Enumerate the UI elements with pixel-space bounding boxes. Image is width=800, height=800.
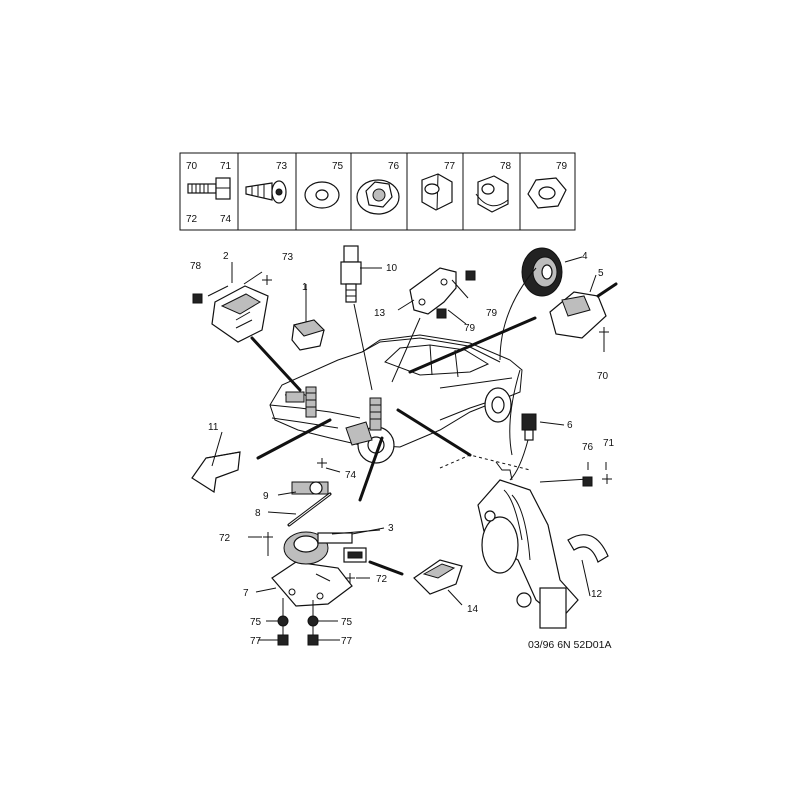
callout-5: 5: [598, 268, 604, 279]
callout-6: 6: [567, 420, 573, 431]
square-nut-symbol-icon: [465, 270, 476, 281]
callout-78: 78: [190, 261, 202, 272]
callout-73: 73: [282, 252, 294, 263]
callout-77-right: 77: [341, 636, 353, 647]
square-nut-symbol-icon: [307, 634, 319, 646]
part-2-module: [211, 285, 269, 343]
callout-79-lower: 79: [464, 323, 476, 334]
plus-symbol-icon: [599, 327, 609, 337]
plus-symbol-icon: [263, 532, 273, 542]
table-label-77: 77: [444, 161, 456, 172]
part-1-relay: [291, 319, 325, 351]
flange-nut-icon: [356, 179, 400, 215]
washer-icon: [304, 181, 340, 209]
part-11-shield: [191, 451, 241, 494]
front-spring-right: [369, 397, 382, 431]
hex-nut-icon: [421, 173, 453, 211]
table-label-76: 76: [388, 161, 400, 172]
part-12-clip: [567, 534, 609, 563]
part-14-cover: [413, 559, 463, 595]
callout-7: 7: [243, 588, 249, 599]
table-label-79: 79: [556, 161, 568, 172]
front-spring-left: [305, 386, 317, 418]
table-label-70: 70: [186, 161, 198, 172]
plus-symbol-icon: [602, 474, 612, 484]
part-4-ring: [521, 247, 563, 297]
plus-symbol-icon: [317, 458, 327, 468]
part-9-bracket: [291, 481, 329, 495]
square-nut-symbol-icon: [192, 293, 203, 304]
callout-75-right: 75: [341, 617, 353, 628]
part-3-connector: [343, 547, 367, 563]
callout-2: 2: [223, 251, 229, 262]
callout-1: 1: [302, 282, 308, 293]
washer-symbol-icon: [307, 615, 319, 627]
callout-70: 70: [597, 371, 609, 382]
table-label-73: 73: [276, 161, 288, 172]
table-label-71: 71: [220, 161, 232, 172]
part-8-rod: [287, 492, 332, 527]
part-6-sensor: [521, 413, 537, 441]
callout-79-upper: 79: [486, 308, 498, 319]
callout-75-left: 75: [250, 617, 262, 628]
callout-8: 8: [255, 508, 261, 519]
callouts: 78 2 73 1 10 13 79 79 4 5 70 11 6 76 71 …: [190, 251, 615, 647]
table-label-72: 72: [186, 214, 198, 225]
callout-71: 71: [603, 438, 615, 449]
drawing-reference: 03/96 6N 52D01A: [528, 639, 611, 651]
part-7-actuator: [271, 531, 353, 607]
callout-72-upper: 72: [219, 533, 231, 544]
callout-4: 4: [582, 251, 588, 262]
plus-symbol-icon: [262, 275, 272, 285]
callout-3: 3: [388, 523, 394, 534]
washer-symbol-icon: [277, 615, 289, 627]
fastener-table: 70 71 72 74 73 75 76 77 78 79: [179, 152, 576, 231]
leader-lines: [207, 256, 607, 641]
square-nut-symbol-icon: [277, 634, 289, 646]
fastener-symbols: [192, 270, 612, 646]
part-13-bracket: [409, 267, 457, 315]
pedal-assembly: [439, 454, 579, 629]
part-5-sensor: [549, 282, 618, 339]
square-nut-symbol-icon: [436, 308, 447, 319]
callout-11: 11: [208, 422, 219, 433]
callout-76: 76: [582, 442, 594, 453]
callout-72-lower: 72: [376, 574, 388, 585]
square-nut-symbol-icon: [582, 476, 593, 487]
square-nut-icon: [527, 177, 567, 209]
screw-icon: [245, 180, 287, 204]
callout-77-left: 77: [250, 636, 262, 647]
plus-symbol-icon: [345, 573, 355, 583]
dome-nut-icon: [475, 175, 509, 213]
table-label-74: 74: [220, 214, 232, 225]
callout-10: 10: [386, 263, 398, 274]
table-label-75: 75: [332, 161, 344, 172]
part-10-switch: [340, 245, 362, 303]
callout-9: 9: [263, 491, 269, 502]
callout-13: 13: [374, 308, 386, 319]
table-label-78: 78: [500, 161, 512, 172]
callout-14: 14: [467, 604, 479, 615]
callout-74: 74: [345, 470, 357, 481]
bolt-hex-icon: [187, 177, 231, 200]
car-body: [269, 334, 523, 464]
callout-12: 12: [591, 589, 603, 600]
